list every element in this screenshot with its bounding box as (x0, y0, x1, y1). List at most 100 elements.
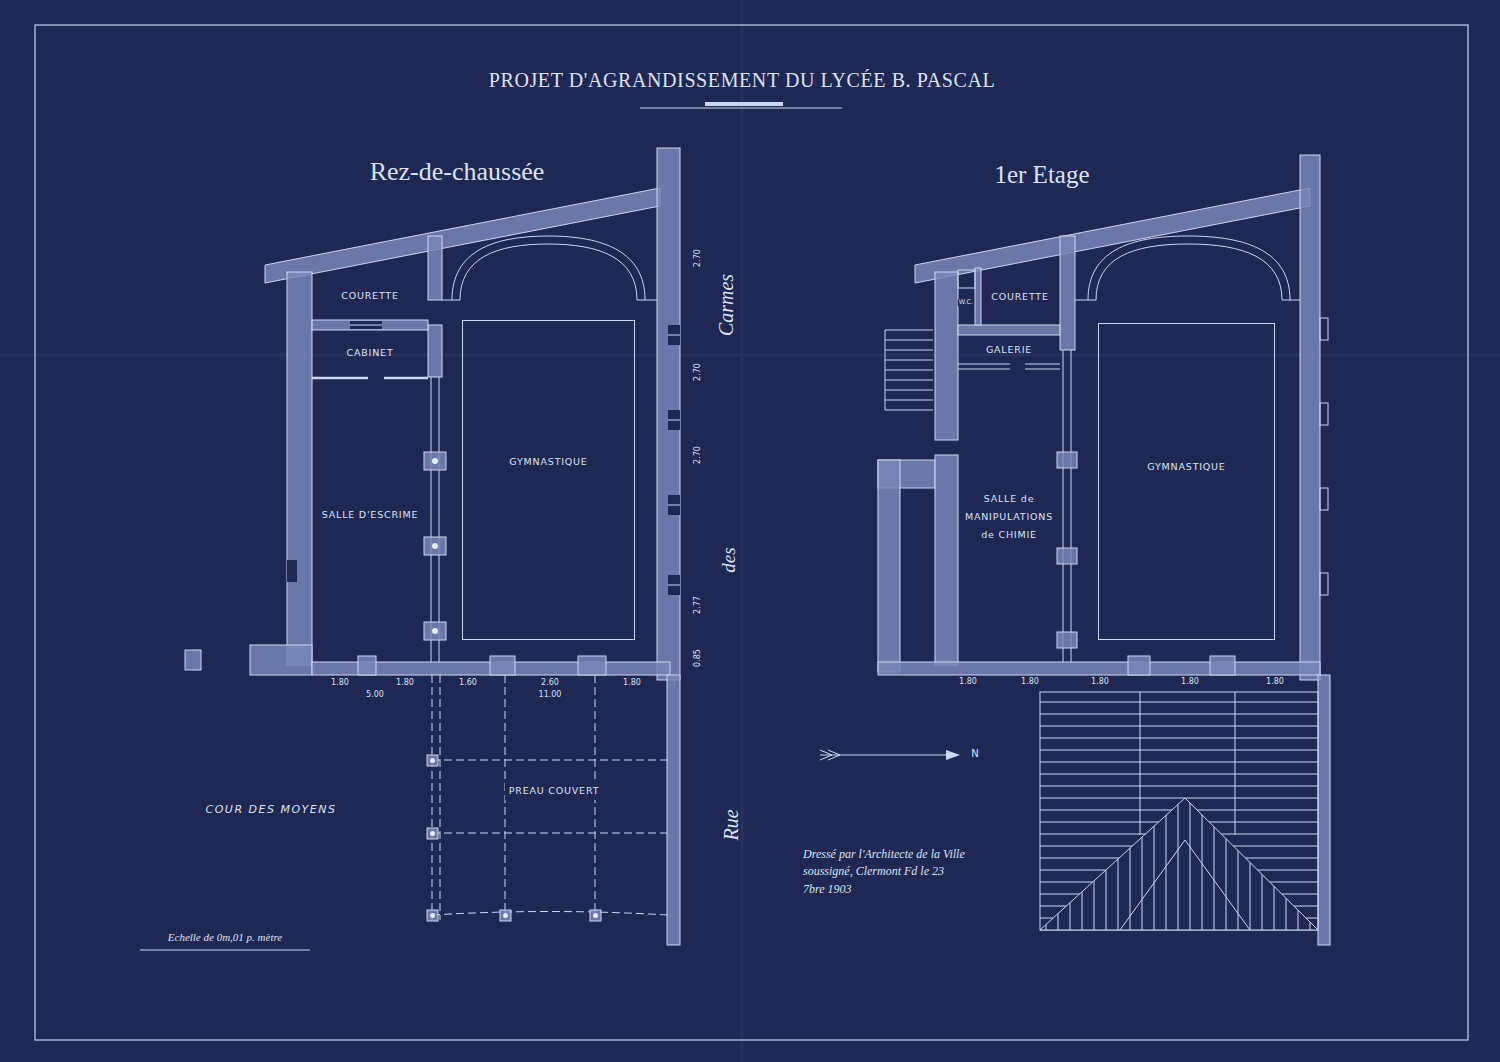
ground-floor-walls (668, 420, 680, 421)
ground-floor-walls (668, 575, 680, 595)
ground-floor-walls (358, 656, 376, 675)
room-name: COURETTE (341, 287, 399, 305)
covered-playground-frame (590, 910, 601, 921)
ground-floor-walls (287, 560, 297, 582)
dimension: 2.70 (693, 445, 702, 465)
first-floor-walls (1075, 300, 1096, 301)
ground-floor-walls (185, 650, 201, 670)
first-floor-walls (1057, 632, 1077, 648)
roof-hatch (1310, 795, 1311, 930)
roof-hatch (1040, 738, 1318, 739)
ground-floor-walls (265, 188, 660, 283)
staircase (885, 330, 933, 410)
covered-playground-frame (432, 912, 667, 916)
dimension: 2.60 (540, 678, 560, 687)
roof-plan (1040, 692, 1318, 930)
street-name: Rue (720, 809, 743, 840)
first-floor-walls (935, 272, 958, 440)
roof-hatch (1142, 795, 1143, 930)
covered-playground-frame (427, 675, 667, 921)
covered-playground-frame (427, 828, 438, 839)
ground-floor-walls (578, 656, 606, 675)
roof-hatch (1166, 795, 1167, 930)
room-name: COURETTE (991, 288, 1049, 306)
first-floor-walls (958, 325, 1060, 335)
first-floor-walls (1071, 350, 1072, 662)
first-floor-walls (1057, 452, 1077, 468)
stair-step (885, 380, 933, 381)
first-floor-walls (1128, 656, 1150, 675)
covered-playground-frame (432, 675, 433, 920)
roof-hatch (1040, 762, 1318, 763)
ground-floor-walls (384, 377, 428, 380)
paper (741, 0, 744, 1062)
roof-hatch (1118, 795, 1119, 930)
roof-hatch (1082, 795, 1083, 930)
ground-floor-walls (185, 148, 680, 945)
stair-step (885, 390, 933, 391)
roof-hatch (1040, 702, 1318, 703)
roof-hip (1120, 840, 1250, 930)
covered-playground-frame (430, 913, 435, 918)
roof-hatch (1094, 795, 1095, 930)
covered-playground-frame (503, 913, 508, 918)
first-floor-walls (1025, 369, 1060, 370)
courtyard-label: COUR DES MOYENS (206, 804, 337, 817)
dimension: 0.85 (693, 648, 702, 668)
dimension: 1.80 (958, 677, 978, 686)
stair-step (885, 370, 933, 371)
ground-floor-walls (312, 377, 368, 380)
ground-floor-walls (668, 335, 680, 336)
room-name: GYMNASTIQUE (1147, 458, 1225, 476)
north-label: N (971, 748, 978, 760)
ground-floor-walls (668, 410, 680, 430)
stair-step (885, 340, 933, 341)
dimension: 5.00 (365, 690, 385, 699)
ground-floor-walls (424, 452, 446, 470)
stair-step (885, 350, 933, 351)
ground-floor-walls (350, 321, 382, 329)
stair-step (885, 410, 933, 411)
first-floor-walls (878, 662, 1320, 675)
signature-note: Dressé par l'Architecte de la Ville sous… (803, 846, 965, 898)
roof-hatch (1262, 795, 1263, 930)
street-name: Carmes (715, 274, 738, 336)
ground-floor-walls (460, 244, 637, 300)
roof-hatch (1250, 795, 1251, 930)
ground-floor-walls (432, 628, 438, 634)
first-floor-walls (958, 364, 1010, 365)
scale-note: Echelle de 0m,01 p. mètre (168, 931, 282, 944)
title-rule (705, 102, 783, 106)
roof-hatch (1040, 714, 1318, 715)
dimension: 2.70 (693, 248, 702, 268)
covered-playground-frame (432, 760, 667, 761)
floor-heading: Rez-de-chaussée (370, 157, 545, 187)
dimension: 11.00 (538, 690, 563, 699)
first-floor-walls (1320, 488, 1328, 510)
room-name: SALLE D'ESCRIME (322, 506, 419, 524)
first-floor-walls (1320, 318, 1328, 340)
roof-hatch (1238, 795, 1239, 930)
ground-floor-walls (657, 148, 680, 680)
roof-plan (1040, 692, 1318, 930)
room-name: CABINET (347, 344, 394, 362)
courtyard-room: COURETTE (314, 274, 426, 318)
roof-ridge (1140, 692, 1141, 835)
ground-floor-walls (424, 537, 446, 555)
roof-hatch (1154, 795, 1155, 930)
ground-floor-walls (668, 495, 680, 515)
roof-hatch (1058, 795, 1059, 930)
ground-floor-walls (668, 325, 680, 345)
room-name: GALERIE (986, 341, 1032, 359)
dimension: 1.80 (1090, 677, 1110, 686)
scale-rule (140, 950, 310, 951)
first-floor-walls (878, 460, 900, 672)
first-floor-walls (1320, 403, 1328, 425)
covered-playground-frame (430, 758, 435, 763)
covered-playground: PREAU COUVERT (444, 690, 664, 900)
first-floor-walls (1063, 350, 1064, 662)
roof-hatch (1106, 795, 1107, 930)
first-floor-walls (1282, 300, 1300, 301)
ground-floor-walls (442, 300, 460, 301)
